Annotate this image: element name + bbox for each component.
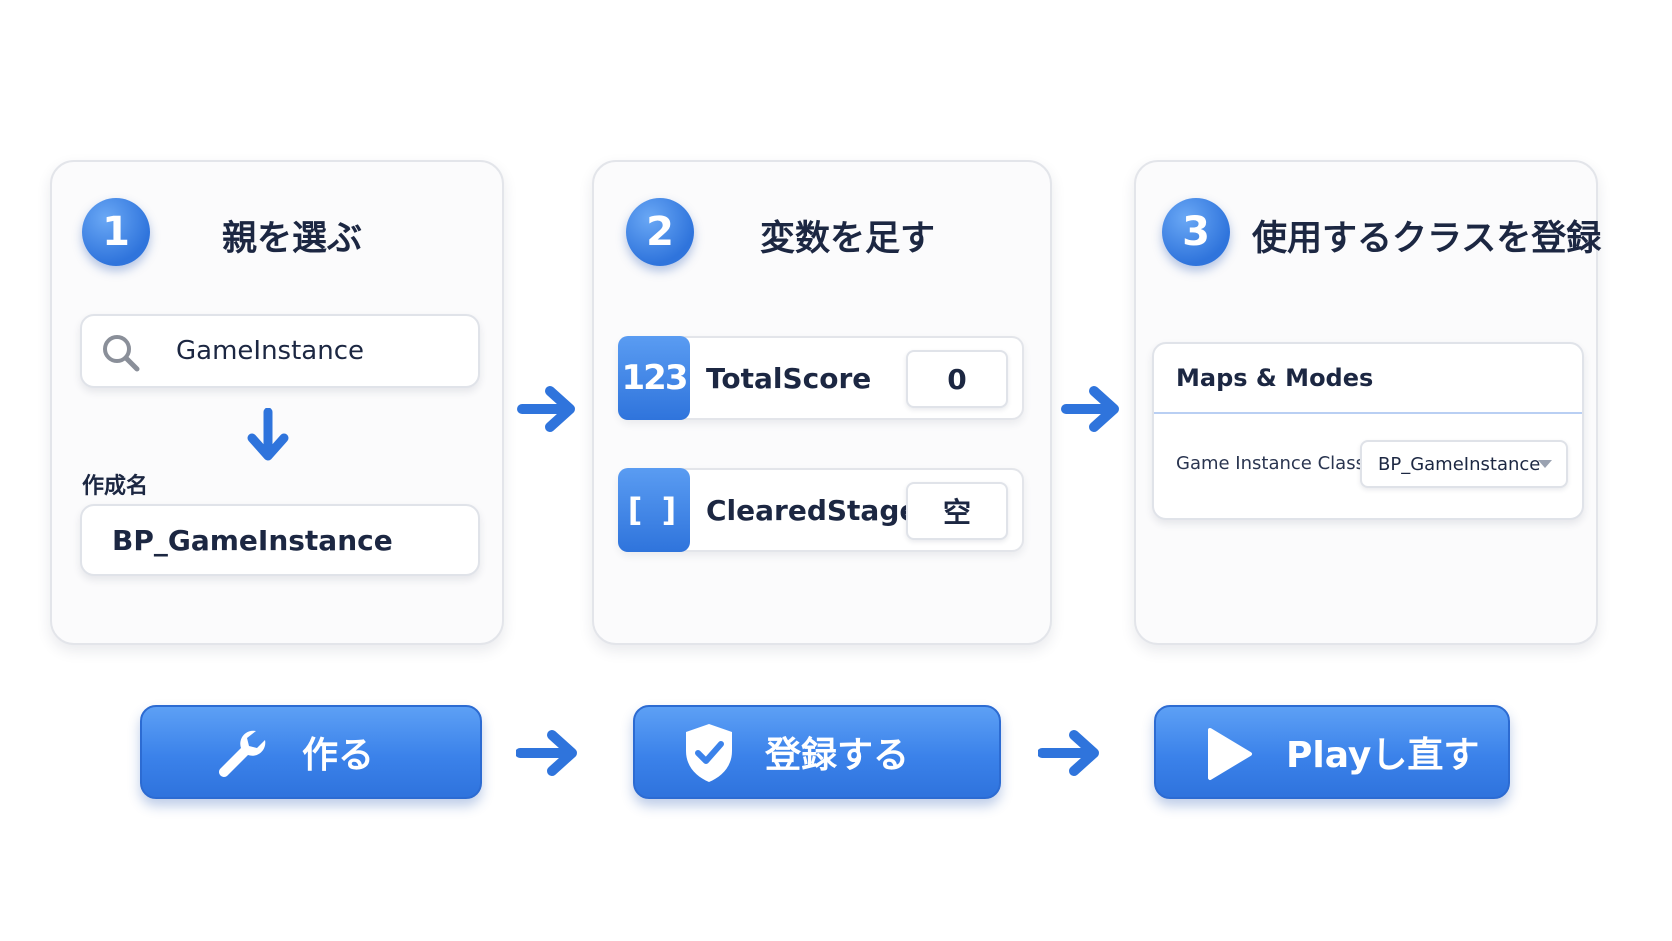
- register-button-label: 登録する: [765, 735, 910, 776]
- step-3-panel: 3 使用するクラスを登録 Maps & Modes Game Instance …: [1134, 160, 1602, 645]
- step-3-badge: 3: [1162, 198, 1230, 266]
- arrow-right-icon: [516, 730, 577, 776]
- dropdown-selected-value: BP_GameInstance: [1378, 453, 1541, 475]
- variable-name: TotalScore: [706, 361, 872, 395]
- step-2-panel: 2 変数を足す 123 TotalScore 0 [ ] ClearedStag…: [592, 160, 1052, 645]
- game-instance-class-label: Game Instance Class: [1176, 452, 1365, 474]
- blueprint-name-value: BP_GameInstance: [112, 523, 393, 557]
- step-1-panel: 1 親を選ぶ GameInstance 作成名 BP_GameInstance: [50, 160, 504, 645]
- name-caption: 作成名: [82, 474, 149, 499]
- search-icon: [103, 335, 140, 372]
- parent-class-search-input[interactable]: GameInstance: [80, 314, 480, 388]
- replay-button-label: Playし直す: [1286, 735, 1480, 776]
- game-instance-class-dropdown[interactable]: BP_GameInstance: [1360, 440, 1568, 488]
- variable-default-value[interactable]: 空: [906, 482, 1008, 540]
- register-button[interactable]: 登録する: [633, 705, 1001, 799]
- arrow-right-icon: [1038, 730, 1099, 776]
- variable-row[interactable]: 123 TotalScore 0: [618, 336, 1024, 420]
- shield-check-icon: [686, 724, 732, 782]
- arrow-right-icon: [517, 386, 575, 432]
- variable-default-value[interactable]: 0: [906, 350, 1008, 408]
- arrow-down-icon: [247, 408, 289, 461]
- arrow-right-icon: [1061, 386, 1119, 432]
- maps-and-modes-settings: Maps & Modes Game Instance Class BP_Game…: [1152, 342, 1584, 520]
- step-3-title: 使用するクラスを登録: [1252, 219, 1602, 259]
- blueprint-name-input[interactable]: BP_GameInstance: [80, 504, 480, 576]
- step-1-title: 親を選ぶ: [222, 219, 363, 259]
- step-2-title: 変数を足す: [760, 219, 936, 259]
- play-icon: [1208, 728, 1252, 780]
- array-type-icon: [ ]: [618, 468, 690, 552]
- step-2-badge: 2: [626, 198, 694, 266]
- chevron-down-icon: [1538, 460, 1552, 468]
- step-1-badge: 1: [82, 198, 150, 266]
- make-button[interactable]: 作る: [140, 705, 482, 799]
- variable-row[interactable]: [ ] ClearedStages 空: [618, 468, 1024, 552]
- make-button-label: 作る: [302, 735, 375, 776]
- integer-type-icon: 123: [618, 336, 690, 420]
- wrench-icon: [219, 730, 266, 777]
- replay-button[interactable]: Playし直す: [1154, 705, 1510, 799]
- settings-section-title: Maps & Modes: [1154, 344, 1582, 414]
- variable-name: ClearedStages: [706, 493, 936, 527]
- search-value: GameInstance: [176, 336, 364, 366]
